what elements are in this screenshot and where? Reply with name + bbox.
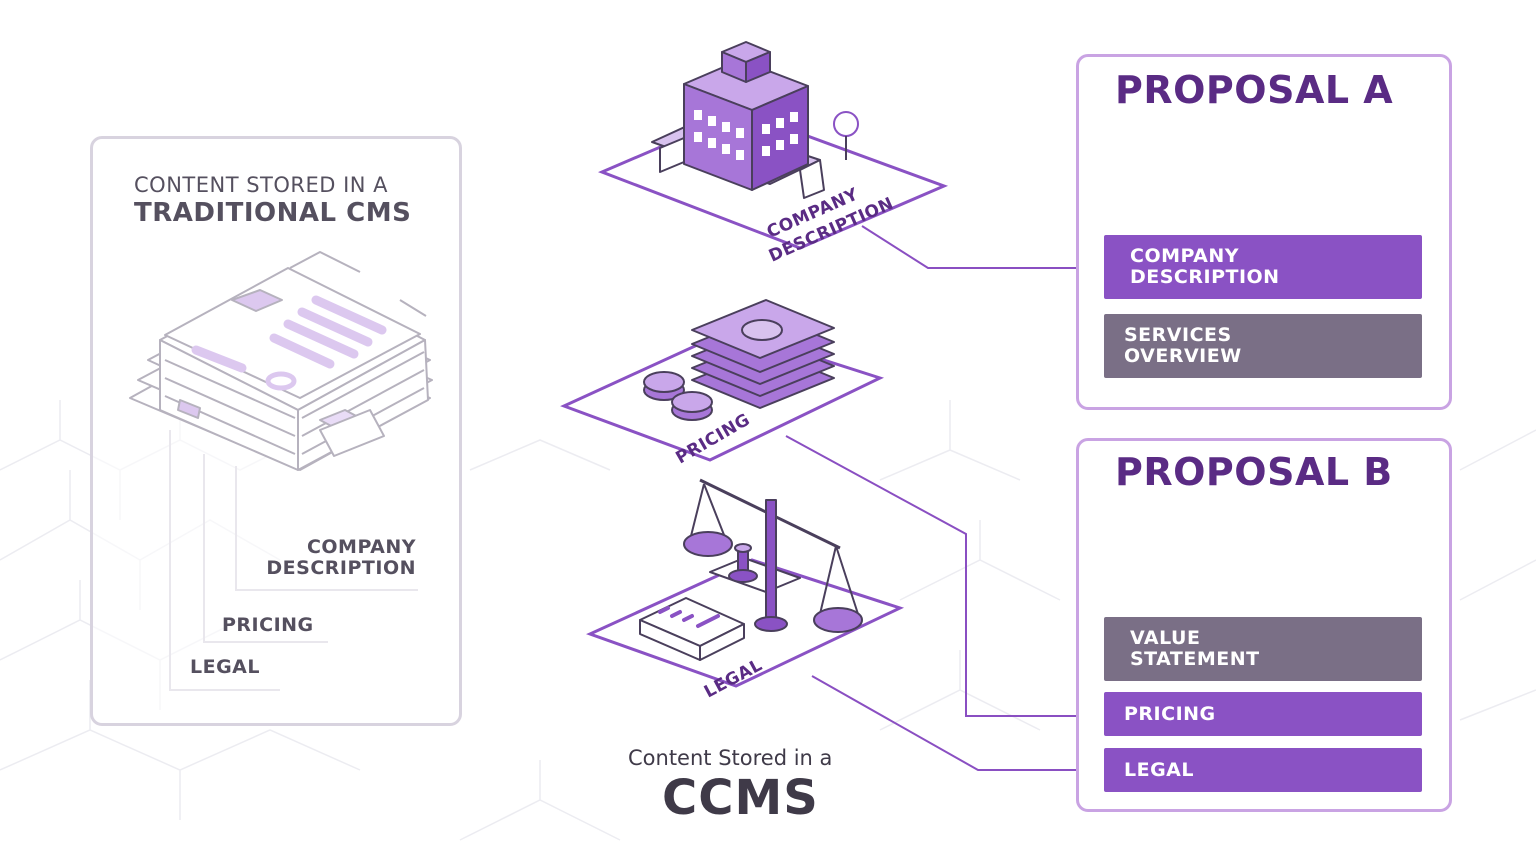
proposal-b-title: PROPOSAL B: [1115, 450, 1393, 494]
ccms-connector-lines: [785, 225, 1104, 771]
block-label: PRICING: [1124, 702, 1216, 725]
proposal-b-block-legal: LEGAL: [1104, 748, 1422, 792]
ccms-tile-company: COMPANY DESCRIPTION: [598, 41, 949, 267]
proposal-b-block-value-statement: VALUE STATEMENT: [1104, 617, 1422, 681]
cms-title-line2: TRADITIONAL CMS: [134, 198, 412, 228]
ccms-tile-legal: LEGAL: [586, 478, 905, 702]
traditional-cms-panel: [90, 136, 462, 726]
cms-label-pricing: PRICING: [222, 614, 314, 636]
cms-label-legal: LEGAL: [190, 656, 260, 678]
cms-label-company-description: COMPANY DESCRIPTION: [266, 536, 416, 579]
block-label: LEGAL: [1124, 758, 1194, 781]
block-label: COMPANY DESCRIPTION: [1130, 245, 1280, 288]
proposal-a-block-services-overview: SERVICES OVERVIEW: [1104, 314, 1422, 378]
ccms-tile-pricing: PRICING: [560, 299, 885, 468]
block-label: SERVICES OVERVIEW: [1124, 324, 1242, 367]
ccms-caption-line2: CCMS: [662, 770, 819, 826]
proposal-a-title: PROPOSAL A: [1115, 68, 1394, 112]
cms-title-line1: CONTENT STORED IN A: [134, 173, 389, 197]
proposal-b-block-pricing: PRICING: [1104, 692, 1422, 736]
ccms-caption-line1: Content Stored in a: [628, 746, 833, 770]
proposal-a-block-company-description: COMPANY DESCRIPTION: [1104, 235, 1422, 299]
block-label: VALUE STATEMENT: [1130, 627, 1260, 670]
